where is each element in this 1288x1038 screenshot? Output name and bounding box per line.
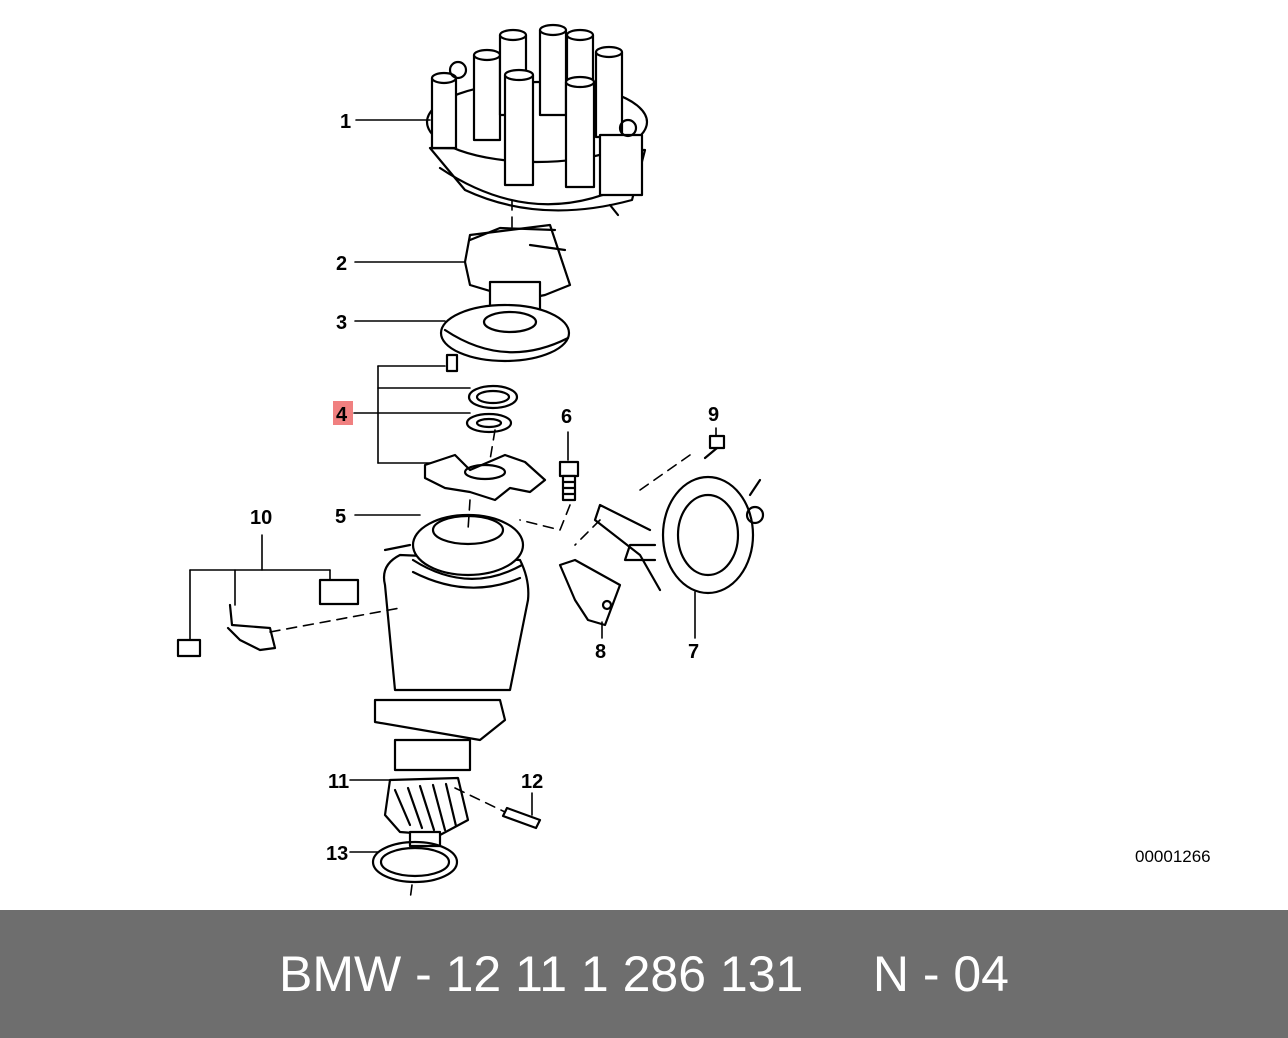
bracket-drawing: [558, 558, 622, 627]
clamp-set-drawing: [423, 353, 547, 502]
callout-6: 6: [561, 406, 572, 428]
dust-shield-drawing: [439, 303, 571, 363]
rotor-drawing: [463, 223, 572, 314]
callout-2: 2: [336, 253, 347, 275]
leader-lines: [189, 119, 717, 853]
housing-drawing: [373, 513, 530, 772]
callout-7: 7: [688, 641, 699, 663]
callout-10: 10: [250, 507, 272, 529]
callout-1: 1: [340, 111, 351, 133]
callout-3: 3: [336, 312, 347, 334]
diagram-reference-number: 00001266: [1135, 847, 1211, 866]
callout-5: 5: [335, 506, 346, 528]
callout-13: 13: [326, 843, 348, 865]
vacuum-unit-drawing: [593, 475, 765, 595]
screw-drawing: [558, 460, 580, 502]
callout-11: 11: [328, 771, 349, 793]
distributor-cap-drawing: [425, 23, 649, 217]
banner-spacer: [803, 945, 872, 1003]
callout-12: 12: [521, 771, 543, 793]
assembly-lines: [269, 199, 691, 901]
pin-drawing: [501, 806, 542, 830]
callout-4: 4: [336, 404, 348, 426]
part-number-text: BMW - 12 11 1 286 131: [278, 946, 804, 1002]
callout-4-highlight: [333, 401, 353, 425]
callout-8: 8: [595, 641, 606, 663]
drive-gear-drawing: [383, 776, 470, 848]
contact-set-drawing: [176, 578, 360, 658]
part-suffix-text: N - 04: [872, 946, 1009, 1002]
parts-diagram: 1 2 3 4 5 6 7 8 9 10 11 12 13 00001266: [176, 23, 1211, 901]
vacuum-screw-drawing: [703, 434, 726, 460]
o-ring-drawing: [371, 840, 459, 884]
part-number-banner: BMW - 12 11 1 286 131 N - 04: [0, 910, 1288, 1038]
callout-9: 9: [708, 404, 719, 426]
